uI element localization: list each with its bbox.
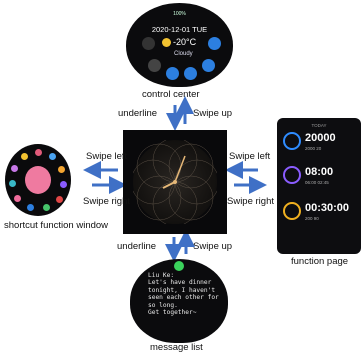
battery-status: 100% [173,11,186,17]
function-page-caption: function page [291,256,349,267]
shortcut-icon[interactable] [21,153,28,160]
steps-value: 20000 [305,132,336,144]
shortcut-main-icon[interactable] [25,166,51,194]
shortcut-icon[interactable] [35,149,42,156]
exercise-ring-icon [283,202,301,220]
do-not-disturb-icon[interactable] [202,59,215,72]
steps-ring-icon [283,132,301,150]
minute-hand [174,155,186,183]
message-text[interactable]: Liu Ke: Let's have dinner tonight, I hav… [148,272,219,317]
sleep-ring-icon [283,166,301,184]
underline-label-top: underline [118,108,158,119]
weather-icon [162,38,171,47]
message-list-screen: Liu Ke: Let's have dinner tonight, I hav… [130,259,228,343]
shortcut-icon[interactable] [9,180,16,187]
exercise-value: 00:30:00 [305,202,350,214]
swipe-right-label-right: Swipe right [227,196,274,207]
watch-face-clock [123,130,227,234]
message-app-icon [174,261,184,271]
shortcut-function-window-caption: shortcut function window [4,220,109,231]
settings-icon[interactable] [208,37,221,50]
hour-hand [162,181,176,189]
battery-icon[interactable] [142,37,155,50]
swipe-left-label-right: Swipe left [229,151,271,162]
underline-label-bottom: underline [117,241,157,252]
swipe-up-label-bottom: Swipe up [193,241,233,252]
dial-pattern [130,137,220,227]
sleep-sub: 06:00 02:45 [305,180,329,185]
shortcut-icon[interactable] [14,195,21,202]
swipe-right-label-left: Swipe right [83,196,130,207]
brightness-icon[interactable] [148,59,161,72]
function-page-screen: TODAY 20000 2000 20 08:00 06:00 02:45 00… [277,118,361,254]
function-page-title: TODAY [311,123,327,128]
temperature-text: -20°C [173,37,197,47]
swipe-left-label-left: Swipe left [86,151,128,162]
shortcut-function-screen [5,144,71,216]
flashlight-icon[interactable] [166,67,179,80]
date-text: 2020-12-01 TUE [151,25,208,34]
shortcut-icon[interactable] [43,204,50,211]
alarm-icon[interactable] [184,67,197,80]
control-center-caption: control center [142,89,200,100]
shortcut-icon[interactable] [11,165,18,172]
shortcut-icon[interactable] [60,181,67,188]
shortcut-icon[interactable] [27,204,34,211]
weather-condition: Cloudy [174,51,193,57]
sleep-value: 08:00 [305,166,334,178]
shortcut-icon[interactable] [56,196,63,203]
clock-dial [130,137,220,227]
exercise-sub: 200 90 [305,216,319,221]
swipe-up-label-top: Swipe up [193,108,233,119]
message-list-caption: message list [150,342,203,353]
shortcut-icon[interactable] [58,166,65,173]
control-center-screen: 100% 2020-12-01 TUE -20°C Cloudy [126,3,233,87]
shortcut-icon[interactable] [49,153,56,160]
steps-sub: 2000 20 [305,146,322,151]
